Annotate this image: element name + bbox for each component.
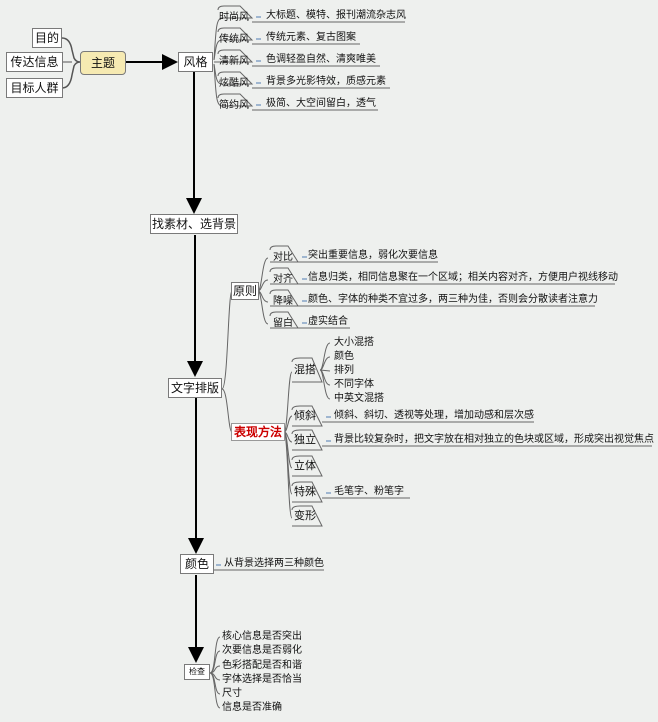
- style-minimal-desc: 极简、大空间留白，透气: [266, 98, 376, 109]
- method-special-desc: 毛笔字、粉笔字: [334, 486, 404, 497]
- principle-whitespace: 留白: [273, 318, 293, 329]
- mix-item-size: 大小混搭: [334, 337, 374, 348]
- node-typography[interactable]: 文字排版: [168, 378, 222, 398]
- style-traditional-desc: 传统元素、复古图案: [266, 32, 356, 43]
- principle-align-desc: 信息归类，相同信息聚在一个区域；相关内容对齐，方便用户视线移动: [308, 272, 618, 283]
- mix-item-bilingual: 中英文混搭: [334, 393, 384, 404]
- node-style[interactable]: 风格: [178, 52, 213, 72]
- check-item-secondary: 次要信息是否弱化: [222, 645, 302, 656]
- principle-contrast-desc: 突出重要信息，弱化次要信息: [308, 250, 438, 261]
- node-material[interactable]: 找素材、选背景: [150, 214, 238, 234]
- check-item-accuracy: 信息是否准确: [222, 702, 282, 713]
- principle-align: 对齐: [273, 274, 293, 285]
- style-minimal: 简约风: [219, 100, 249, 111]
- style-fashion: 时尚风: [219, 12, 249, 23]
- method-tilt-desc: 倾斜、斜切、透视等处理，增加动感和层次感: [334, 410, 534, 421]
- method-isolate: 独立: [294, 433, 316, 446]
- method-3d: 立体: [294, 459, 316, 472]
- style-fashion-desc: 大标题、模特、报刊潮流杂志风: [266, 10, 406, 21]
- principle-contrast: 对比: [273, 252, 293, 263]
- check-item-font: 字体选择是否恰当: [222, 674, 302, 685]
- check-item-color: 色彩搭配是否和谐: [222, 660, 302, 671]
- style-traditional: 传统风: [219, 34, 249, 45]
- input-message: 传达信息: [6, 52, 63, 72]
- node-check[interactable]: 检查: [184, 664, 210, 680]
- method-mix: 混搭: [294, 363, 316, 376]
- principle-denoise: 降噪: [273, 296, 293, 307]
- input-purpose: 目的: [32, 28, 62, 48]
- root-topic[interactable]: 主题: [80, 51, 126, 75]
- input-audience: 目标人群: [6, 78, 63, 98]
- style-fresh-desc: 色调轻盈自然、清爽唯美: [266, 54, 376, 65]
- method-tilt: 倾斜: [294, 409, 316, 422]
- node-methods[interactable]: 表现方法: [231, 423, 285, 441]
- method-special: 特殊: [294, 485, 316, 498]
- node-color[interactable]: 颜色: [180, 554, 214, 574]
- check-item-size: 尺寸: [222, 688, 242, 699]
- check-item-core: 核心信息是否突出: [222, 631, 302, 642]
- mix-item-color: 颜色: [334, 351, 354, 362]
- style-fresh: 清新风: [219, 56, 249, 67]
- node-principles[interactable]: 原则: [231, 282, 259, 300]
- method-isolate-desc: 背景比较复杂时，把文字放在相对独立的色块或区域，形成突出视觉焦点: [334, 434, 654, 445]
- mix-item-font: 不同字体: [334, 379, 374, 390]
- mix-item-arrange: 排列: [334, 365, 354, 376]
- method-deform: 变形: [294, 509, 316, 522]
- style-cool: 炫酷风: [219, 78, 249, 89]
- principle-denoise-desc: 颜色、字体的种类不宜过多，两三种为佳，否则会分散读者注意力: [308, 294, 598, 305]
- color-desc: 从背景选择两三种颜色: [224, 558, 324, 569]
- style-cool-desc: 背景多光影特效，质感元素: [266, 76, 386, 87]
- principle-whitespace-desc: 虚实结合: [308, 316, 348, 327]
